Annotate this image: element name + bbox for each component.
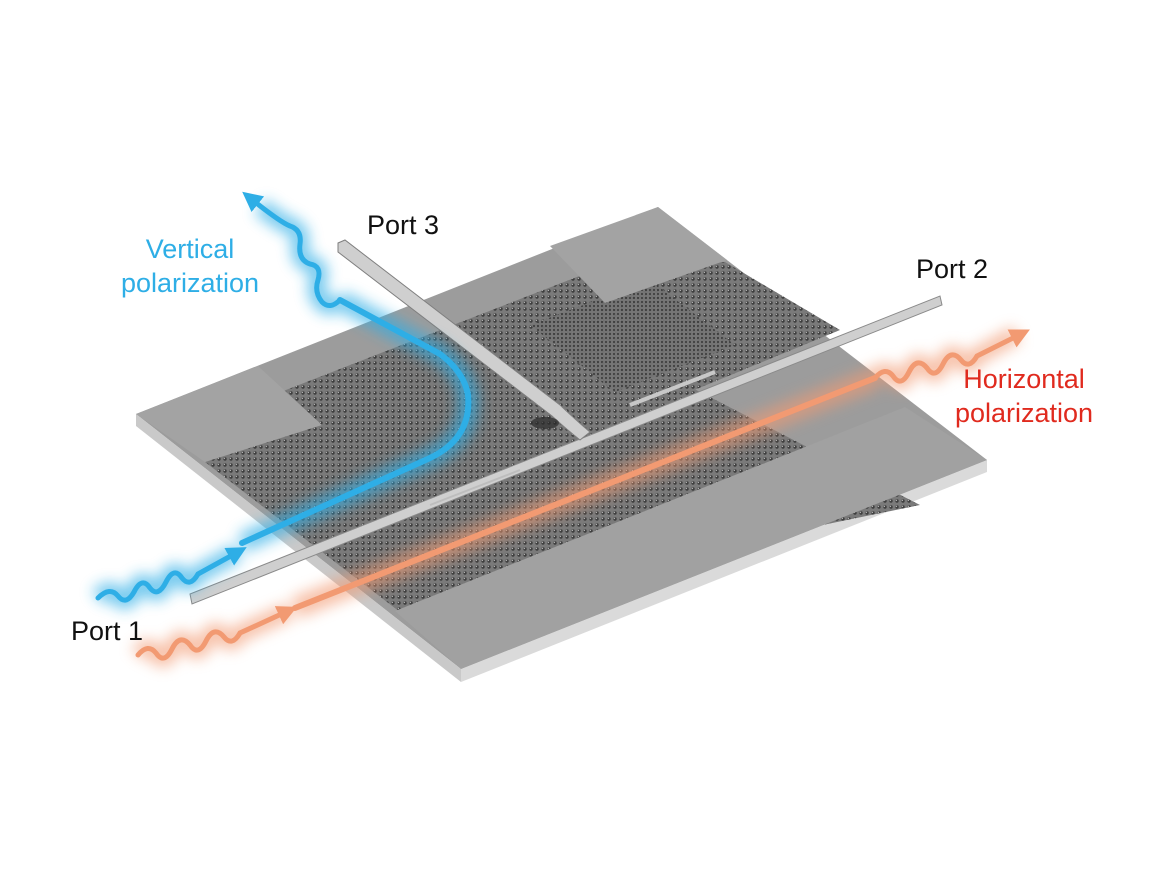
waveguide-port1-port2 (189, 295, 943, 605)
vertical-polarization-label: Vertical polarization (112, 232, 268, 300)
waveguides (189, 239, 943, 605)
horizontal-polarization-beam (131, 326, 1030, 668)
horizontal-polarization-label-line2: polarization (954, 398, 1094, 428)
vertical-polarization-beam (91, 191, 479, 610)
vertical-polarization-label-line1: Vertical (145, 234, 235, 264)
vertical-polarization-label-line2: polarization (120, 268, 260, 298)
port-3-label: Port 3 (367, 210, 440, 240)
port-1-label: Port 1 (71, 616, 144, 646)
electrode-pads (136, 207, 987, 669)
horizontal-polarization-label: Horizontal polarization (946, 362, 1102, 430)
port-2-label: Port 2 (916, 254, 989, 284)
horizontal-polarization-label-line1: Horizontal (963, 364, 1085, 394)
